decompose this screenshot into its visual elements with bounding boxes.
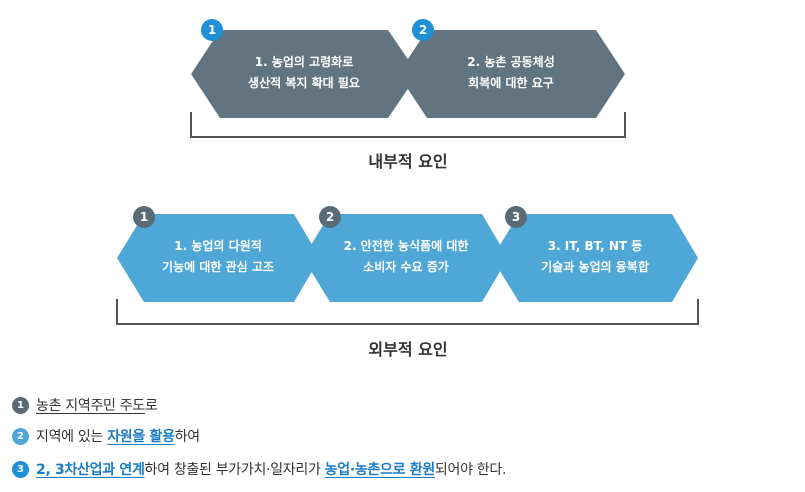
internal-hex-2-line2: 회복에 대한 요구 (468, 75, 554, 90)
note-segment: 로 (144, 398, 158, 414)
note-segment: 농업·농촌으로 환원 (324, 462, 436, 478)
note-segment: 자원을 활용 (107, 429, 175, 445)
note-text: 2, 3차산업과 연계하여 창출된 부가가치·일자리가 농업·농촌으로 환원되어… (36, 459, 506, 479)
note-text: 지역에 있는 자원을 활용하여 (36, 426, 200, 446)
note-segment: 되어야 한다. (434, 462, 507, 478)
internal-badge-2-number: 2 (419, 23, 427, 37)
external-hex-3-line2: 기술과 농업의 융복합 (541, 259, 649, 274)
internal-hex-2 (398, 30, 625, 118)
external-hex-3 (492, 214, 698, 302)
external-hex-2-line1: 2. 안전한 농식품에 대한 (344, 238, 469, 253)
note-row-3: 3 2, 3차산업과 연계하여 창출된 부가가치·일자리가 농업·농촌으로 환원… (12, 458, 506, 480)
internal-badge-2 (412, 19, 434, 41)
external-hex-2 (303, 214, 508, 302)
external-badge-1 (133, 206, 155, 228)
internal-group-label: 내부적 요인 (368, 152, 447, 171)
external-hex-1 (117, 214, 320, 302)
external-hex-1-line1: 1. 농업의 다원적 (174, 238, 262, 253)
external-bracket (116, 299, 699, 325)
note-segment: 하여 (174, 429, 200, 445)
internal-hex-1 (191, 30, 418, 118)
external-hex-1-line2: 기능에 대한 관심 고조 (162, 259, 274, 274)
note-number-badge: 2 (12, 427, 29, 445)
note-text: 농촌 지역주민 주도로 (36, 395, 158, 415)
external-badge-2 (319, 206, 341, 228)
note-number-badge: 3 (12, 460, 29, 478)
external-badge-3-number: 3 (512, 210, 520, 224)
note-segment: 2, 3차산업과 연계 (36, 462, 145, 478)
internal-bracket (190, 112, 626, 138)
note-row-2: 2 지역에 있는 자원을 활용하여 (12, 425, 200, 447)
note-number-badge: 1 (12, 396, 29, 414)
external-badge-2-number: 2 (326, 210, 334, 224)
internal-hex-1-line2: 생산적 복지 확대 필요 (248, 75, 360, 90)
diagram-canvas: 1. 농업의 고령화로 생산적 복지 확대 필요 2. 농촌 공동체성 회복에 … (116, 19, 699, 359)
external-hex-3-line1: 3. IT, BT, NT 등 (548, 239, 643, 253)
note-row-1: 1 농촌 지역주민 주도로 (12, 394, 158, 416)
external-group-label: 외부적 요인 (368, 340, 447, 359)
external-badge-1-number: 1 (140, 210, 148, 224)
internal-badge-1 (201, 19, 223, 41)
internal-hex-2-line1: 2. 농촌 공동체성 (467, 54, 555, 69)
internal-hex-1-line1: 1. 농업의 고령화로 (255, 54, 354, 69)
internal-badge-1-number: 1 (208, 23, 216, 37)
internal-factors: 1. 농업의 고령화로 생산적 복지 확대 필요 2. 농촌 공동체성 회복에 … (190, 19, 626, 171)
note-segment: 지역에 있는 (36, 429, 108, 445)
external-badge-3 (505, 206, 527, 228)
external-factors: 1. 농업의 다원적 기능에 대한 관심 고조 2. 안전한 농식품에 대한 소… (116, 206, 699, 359)
external-hex-2-line2: 소비자 수요 증가 (363, 259, 449, 274)
note-segment: 농촌 지역주민 주도 (36, 398, 145, 414)
note-segment: 하여 창출된 부가가치·일자리가 (144, 462, 325, 478)
